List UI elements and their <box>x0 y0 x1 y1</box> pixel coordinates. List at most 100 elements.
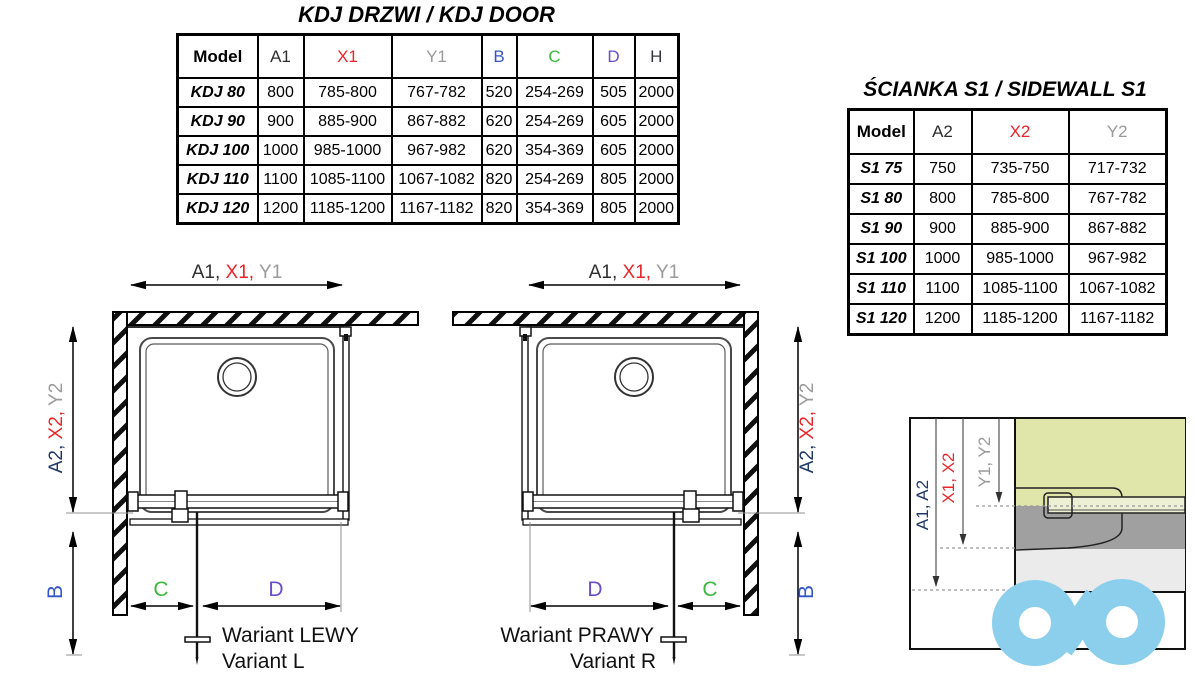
drain-inner <box>222 362 252 392</box>
column-header-x2: X2 <box>970 108 1070 155</box>
column-header-d: D <box>591 33 636 79</box>
table-cell: 505 <box>591 77 636 108</box>
shower-tray <box>536 337 732 513</box>
dim-label-b: B <box>44 585 67 599</box>
detail-label-y: Y1, Y2 <box>975 437 994 488</box>
variant-right-caption-pl: Wariant PRAWY <box>500 624 654 647</box>
table-cell: 1185-1200 <box>970 303 1070 336</box>
variant-left-diagram: A1, X1, Y1 A2, X2, Y2 B C D Wariant LEWY… <box>44 262 419 673</box>
logo-crossbar <box>1050 589 1108 656</box>
dim-label-depth: A2, X2, Y2 <box>46 383 67 474</box>
column-header-a2: A2 <box>912 108 973 155</box>
table-cell: 1200 <box>912 303 973 336</box>
row-label: KDJ 90 <box>176 106 259 137</box>
table-cell: 885-900 <box>970 213 1070 245</box>
row-label: KDJ 100 <box>176 135 259 166</box>
table-cell: 620 <box>480 135 518 166</box>
glass-panel <box>342 326 350 521</box>
brand-logo <box>992 579 1165 666</box>
variant-left-caption-en: Variant L <box>222 650 305 673</box>
table-cell: 820 <box>480 164 518 195</box>
table-cell: 254-269 <box>515 77 594 108</box>
table-cell: 1167-1182 <box>1067 303 1168 336</box>
table-cell: 785-800 <box>302 77 393 108</box>
dim-a2: A2, <box>46 439 67 473</box>
dim-x2: X2, <box>797 406 818 439</box>
table-cell: 254-269 <box>515 164 594 195</box>
column-header-model: Model <box>176 33 259 79</box>
dim-a1: A1, <box>589 262 623 283</box>
detail-label-a: A1, A2 <box>913 480 932 530</box>
table-cell: 520 <box>480 77 518 108</box>
dim-label-c: C <box>702 578 717 601</box>
table-cell: 967-982 <box>390 135 483 166</box>
table-cell: 1085-1100 <box>302 164 393 195</box>
table-cell: 885-900 <box>302 106 393 137</box>
bottom-rail <box>522 490 744 526</box>
table-cell: 867-882 <box>390 106 483 137</box>
wall-top <box>452 311 759 326</box>
table-cell: 354-369 <box>515 193 594 225</box>
dim-x1: X1, <box>623 262 656 283</box>
bottom-rail <box>127 490 349 526</box>
table-cell: 1185-1200 <box>302 193 393 225</box>
table-cell: 354-369 <box>515 135 594 166</box>
wall-section-tile <box>1015 418 1185 506</box>
dim-y1: Y1 <box>259 262 282 283</box>
table-cell: 2000 <box>633 135 680 166</box>
column-header-x1: X1 <box>302 33 393 79</box>
table-cell: 1200 <box>256 193 305 225</box>
shower-tray <box>139 337 335 513</box>
table-cell: 2000 <box>633 106 680 137</box>
table-cell: 750 <box>912 153 973 185</box>
column-header-y1: Y1 <box>390 33 483 79</box>
table-cell: 605 <box>591 135 636 166</box>
table-cell: 1167-1182 <box>390 193 483 225</box>
table-cell: 1067-1082 <box>390 164 483 195</box>
column-header-a1: A1 <box>256 33 305 79</box>
wall-top <box>112 311 419 326</box>
table-cell: 1000 <box>912 243 973 275</box>
table-cell: 805 <box>591 193 636 225</box>
table-cell: 1100 <box>256 164 305 195</box>
table-cell: 254-269 <box>515 106 594 137</box>
table-cell: 2000 <box>633 193 680 225</box>
table-cell: 767-782 <box>1067 183 1168 215</box>
variant-right-caption-en: Variant R <box>570 650 656 673</box>
dim-label-width: A1, X1, Y1 <box>589 262 680 283</box>
dim-y1: Y1 <box>656 262 679 283</box>
row-label: S1 75 <box>847 153 915 185</box>
dim-label-depth: A2, X2, Y2 <box>797 383 818 474</box>
door-tip <box>672 657 676 665</box>
table-cell: 785-800 <box>970 183 1070 215</box>
dim-label-b: B <box>795 585 818 599</box>
dim-a1: A1, <box>192 262 226 283</box>
row-label: S1 90 <box>847 213 915 245</box>
wall-side <box>112 311 128 616</box>
row-label: KDJ 120 <box>176 193 259 225</box>
door-table-title: KDJ DRZWI / KDJ DOOR <box>298 2 555 27</box>
row-label: KDJ 80 <box>176 77 259 108</box>
glass-hinge-pin <box>344 334 348 341</box>
column-header-y2: Y2 <box>1067 108 1168 155</box>
table-cell: 867-882 <box>1067 213 1168 245</box>
dim-label-d: D <box>268 578 283 601</box>
table-cell: 2000 <box>633 77 680 108</box>
table-cell: 900 <box>256 106 305 137</box>
row-label: S1 100 <box>847 243 915 275</box>
wall-profile-section <box>1014 487 1123 551</box>
dim-label-c: C <box>153 578 168 601</box>
column-header-h: H <box>633 33 680 79</box>
